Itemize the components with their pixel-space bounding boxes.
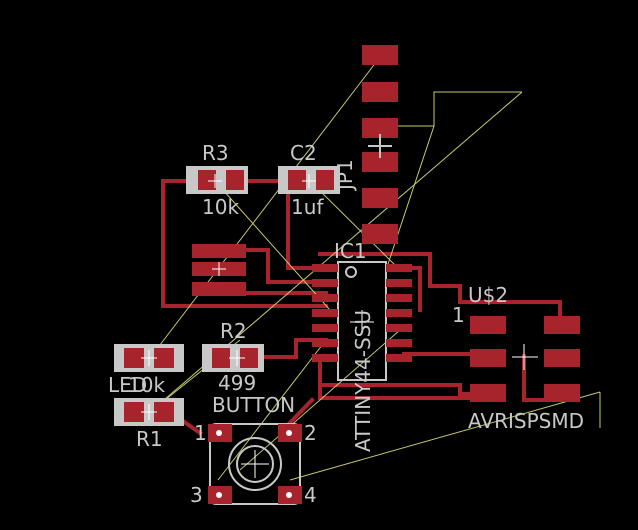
u2-pad[interactable] <box>544 349 580 367</box>
button-name-label: BUTTON <box>212 393 295 417</box>
airwire <box>380 91 522 127</box>
trace-ic-u2 <box>318 252 562 322</box>
ic1-outline <box>337 261 387 381</box>
part-pad[interactable] <box>192 282 246 296</box>
ic1-right-pins[interactable] <box>386 264 412 362</box>
r2-pad[interactable] <box>240 348 258 368</box>
led-name-label: LED <box>108 373 147 397</box>
ic1-left-pins[interactable] <box>312 264 338 362</box>
r2-name-label: R2 <box>220 319 247 343</box>
airwire <box>214 180 331 311</box>
button-switch[interactable]: BUTTON 1 2 3 4 <box>190 393 317 507</box>
r2-value-label: 499 <box>218 371 256 395</box>
jp1-pad[interactable] <box>362 224 398 244</box>
u2-pad[interactable] <box>470 316 506 334</box>
u2-avrisp-header[interactable]: U$2 1 AVRISPSMD <box>452 283 584 433</box>
ic1-pin[interactable] <box>312 324 338 332</box>
airwire <box>309 180 401 271</box>
r3-pad[interactable] <box>226 170 244 190</box>
u2-pin1-label: 1 <box>452 303 465 327</box>
jp1-pad[interactable] <box>362 118 398 138</box>
ic1-name-label: IC1 <box>334 239 367 263</box>
airwire <box>385 125 435 271</box>
jp1-header[interactable]: JP1 <box>333 45 398 244</box>
trace-ic-right <box>390 266 422 312</box>
led-value-overlap-label: 10k <box>128 373 165 397</box>
r1-resistor[interactable]: R1 <box>114 398 184 451</box>
trace-ic-bottom <box>318 383 472 396</box>
ic1-pin[interactable] <box>386 279 412 287</box>
jp1-pad[interactable] <box>362 82 398 102</box>
button-cap <box>228 437 282 491</box>
led-pad[interactable] <box>124 348 144 368</box>
r1-pad[interactable] <box>124 402 144 422</box>
airwires <box>149 56 601 481</box>
ic1-chip[interactable]: IC1 ATTINY44-SSU <box>312 239 412 452</box>
r1-pad[interactable] <box>154 402 174 422</box>
button-pin4-label: 4 <box>304 483 317 507</box>
trace-r2-ic <box>260 338 328 359</box>
ic1-pin[interactable] <box>312 294 338 302</box>
part-pad[interactable] <box>192 244 246 258</box>
three-pad-part[interactable] <box>192 244 246 296</box>
r2-pad[interactable] <box>212 348 230 368</box>
u2-pad[interactable] <box>544 384 580 402</box>
c2-name-label: C2 <box>290 141 317 165</box>
ic1-value-label: ATTINY44-SSU <box>351 310 375 452</box>
trace-r3-left <box>161 179 328 308</box>
button-pin1-label: 1 <box>194 421 207 445</box>
led-pad[interactable] <box>154 348 174 368</box>
c2-pad[interactable] <box>288 170 306 190</box>
ic1-pin[interactable] <box>386 264 412 272</box>
u2-value-label: AVRISPSMD <box>468 409 584 433</box>
r3-pad[interactable] <box>198 170 216 190</box>
airwire <box>289 391 601 481</box>
r3-name-label: R3 <box>202 141 229 165</box>
airwire <box>149 56 381 359</box>
c2-pad[interactable] <box>316 170 334 190</box>
button-pin3-label: 3 <box>190 483 203 507</box>
r3-value-label: 10k <box>202 195 239 219</box>
button-cap-inner <box>236 445 274 483</box>
ic1-pin[interactable] <box>386 309 412 317</box>
button-pin2-label: 2 <box>304 421 317 445</box>
c2-capacitor[interactable]: C2 1uf <box>278 141 340 219</box>
button-outline <box>209 423 301 505</box>
u2-name-label: U$2 <box>468 283 508 307</box>
u2-pad[interactable] <box>470 384 506 402</box>
airwire <box>217 339 327 481</box>
airwire <box>239 329 401 471</box>
r2-resistor[interactable]: R2 499 <box>202 319 264 395</box>
ic1-pin[interactable] <box>312 309 338 317</box>
led-part[interactable]: LED 10k <box>108 344 184 397</box>
ic1-pin1-dot <box>345 266 357 278</box>
jp1-pad[interactable] <box>362 152 398 172</box>
jp1-pad[interactable] <box>362 45 398 65</box>
ic1-pin[interactable] <box>312 339 338 347</box>
ic1-pin[interactable] <box>386 294 412 302</box>
ic1-pin[interactable] <box>312 279 338 287</box>
u2-pad[interactable] <box>544 316 580 334</box>
c2-value-label: 1uf <box>291 195 324 219</box>
jp1-pad[interactable] <box>362 188 398 208</box>
ic1-pin[interactable] <box>386 354 412 362</box>
trace-ic-bottom2 <box>318 358 472 400</box>
ic1-pin[interactable] <box>312 354 338 362</box>
r1-name-label: R1 <box>136 427 163 451</box>
ic1-pin[interactable] <box>386 339 412 347</box>
ic1-pin[interactable] <box>312 264 338 272</box>
ic1-pin[interactable] <box>386 324 412 332</box>
u2-pad[interactable] <box>470 349 506 367</box>
r3-resistor[interactable]: R3 10k <box>186 141 248 219</box>
